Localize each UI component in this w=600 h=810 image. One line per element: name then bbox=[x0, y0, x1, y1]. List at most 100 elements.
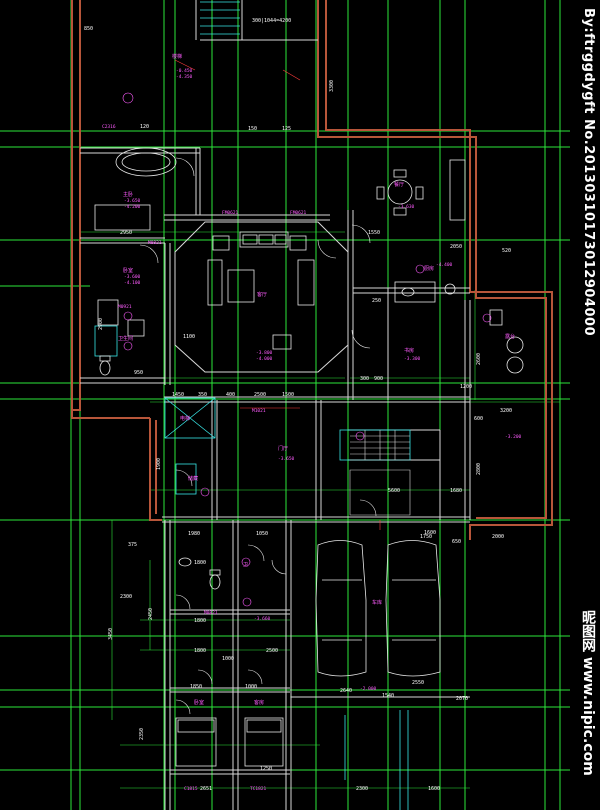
dimension-labels: 300|1044=4200 2950 1550 1100 2500 400 35… bbox=[84, 18, 512, 792]
dim-1500: 1500 bbox=[282, 392, 294, 398]
dim-2050: 2050 bbox=[450, 244, 462, 250]
dim-1540: 1540 bbox=[382, 693, 394, 699]
dim-1000: 1000 bbox=[245, 684, 257, 690]
elev-1: -0.450 bbox=[176, 68, 193, 74]
author-watermark: By:ftrggdygft No.20130310173012904000 bbox=[581, 8, 596, 337]
room-dining: 餐厅 bbox=[394, 181, 404, 188]
dim-2950: 2950 bbox=[120, 230, 132, 236]
dim-2450: 2450 bbox=[148, 608, 154, 620]
dim-2651: 2651 bbox=[200, 786, 212, 792]
elev-11: -3.300 bbox=[404, 356, 421, 362]
elev-5: -3.600 bbox=[124, 274, 141, 280]
room-labels: 客厅 主卧 卧室 餐厅 厨房 书房 门厅 车库 卫生间 卫 露台 储藏 电梯 卧… bbox=[118, 53, 515, 706]
dim-600: 600 bbox=[474, 416, 483, 422]
dim-125: 125 bbox=[282, 126, 291, 132]
elevation-marks: -0.450 -4.350 -3.650 -4.200 -3.600 -4.10… bbox=[124, 68, 522, 692]
dim-3450: 3450 bbox=[108, 628, 114, 640]
tag-fm2: FM0621 bbox=[290, 210, 307, 216]
elev-3: -3.650 bbox=[124, 198, 141, 204]
door-swings bbox=[139, 157, 377, 715]
dim-1200: 1200 bbox=[460, 384, 472, 390]
dim-150: 150 bbox=[248, 126, 257, 132]
room-terrace: 露台 bbox=[505, 333, 515, 340]
dim-250: 250 bbox=[372, 298, 381, 304]
symbol-circles bbox=[122, 92, 492, 607]
exterior-walls bbox=[71, 0, 553, 540]
furniture bbox=[94, 147, 524, 767]
tag-c2: C1815 bbox=[184, 786, 198, 792]
tag-m1: M0821 bbox=[148, 240, 162, 246]
dim-1000b: 1000 bbox=[222, 656, 234, 662]
dim-2350: 2350 bbox=[139, 728, 145, 740]
opening-tags: FM0621 FM0621 M0821 M0921 M0821 M1021 C2… bbox=[102, 124, 307, 792]
dim-1600: 1600 bbox=[428, 786, 440, 792]
room-d: 客房 bbox=[254, 699, 264, 706]
dim-1100: 1100 bbox=[183, 334, 195, 340]
dim-300: 300 bbox=[360, 376, 369, 382]
room-study: 书房 bbox=[404, 347, 414, 354]
cyan-details bbox=[94, 1, 411, 810]
elev-10: -4.400 bbox=[436, 262, 453, 268]
room-kitchen: 厨房 bbox=[424, 265, 434, 272]
dim-375: 375 bbox=[128, 542, 137, 548]
tag-m2: M0921 bbox=[118, 304, 132, 310]
stair bbox=[349, 430, 411, 516]
elev-13: -3.650 bbox=[278, 456, 295, 462]
dim-1550: 1550 bbox=[368, 230, 380, 236]
dim-1850: 1850 bbox=[190, 684, 202, 690]
elev-8: -4.000 bbox=[256, 356, 273, 362]
elev-15: -3.660 bbox=[254, 616, 271, 622]
dim-1800c: 1800 bbox=[194, 648, 206, 654]
dim-2550: 2550 bbox=[412, 680, 424, 686]
room-bedroom-b: 卧室 bbox=[123, 267, 133, 274]
room-lift: 电梯 bbox=[180, 415, 190, 422]
tag-fm1: FM0621 bbox=[222, 210, 239, 216]
room-bath-b: 卫 bbox=[243, 562, 248, 568]
dim-650: 650 bbox=[452, 539, 461, 545]
room-garage: 车库 bbox=[372, 599, 382, 606]
tag-m4: M1021 bbox=[252, 408, 266, 414]
dim-1900: 1900 bbox=[156, 458, 162, 470]
elev-7: -3.800 bbox=[256, 350, 273, 356]
dim-520: 520 bbox=[502, 248, 511, 254]
elev-2: -4.350 bbox=[176, 74, 193, 80]
dim-2600: 2600 bbox=[476, 353, 482, 365]
dim-2900: 2900 bbox=[98, 318, 104, 330]
room-stair: 楼梯 bbox=[172, 53, 182, 60]
living-room-octagon bbox=[174, 221, 349, 373]
site-watermark: 昵图网 www.nipic.com bbox=[574, 610, 598, 810]
dim-2300b: 2300 bbox=[120, 594, 132, 600]
tag-m3: M0821 bbox=[204, 610, 218, 616]
room-bedroom-a: 主卧 bbox=[123, 191, 133, 198]
site-mark: 昵图网 bbox=[580, 610, 596, 652]
tag-c3: TC1821 bbox=[250, 786, 267, 792]
dim-1800b: 1800 bbox=[194, 618, 206, 624]
room-store: 储藏 bbox=[188, 475, 198, 482]
dim-400: 400 bbox=[226, 392, 235, 398]
dim-1680: 1680 bbox=[450, 488, 462, 494]
dim-1050: 1050 bbox=[256, 531, 268, 537]
dim-3300: 3300 bbox=[329, 80, 335, 92]
dim-900: 900 bbox=[374, 376, 383, 382]
red-leaders bbox=[174, 59, 381, 530]
elev-9: -3.630 bbox=[398, 204, 415, 210]
dim-350: 350 bbox=[198, 392, 207, 398]
dim-2800: 2800 bbox=[476, 463, 482, 475]
room-hall: 门厅 bbox=[278, 445, 288, 452]
dim-1800: 1800 bbox=[194, 560, 206, 566]
dim-2500: 2500 bbox=[254, 392, 266, 398]
dim-2640: 2640 bbox=[340, 688, 352, 694]
elev-6: -4.100 bbox=[124, 280, 141, 286]
dim-2070: 2070 bbox=[456, 696, 468, 702]
dim-120: 120 bbox=[140, 124, 149, 130]
room-bath-a: 卫生间 bbox=[118, 335, 133, 342]
dim-850: 850 bbox=[84, 26, 93, 32]
dim-1450: 1450 bbox=[172, 392, 184, 398]
dim-5600: 5600 bbox=[388, 488, 400, 494]
dim-2500b: 2500 bbox=[266, 648, 278, 654]
elev-12: -3.200 bbox=[505, 434, 522, 440]
dim-top: 300|1044=4200 bbox=[252, 18, 291, 24]
room-c: 卧室 bbox=[194, 699, 204, 706]
room-living: 客厅 bbox=[257, 291, 267, 298]
